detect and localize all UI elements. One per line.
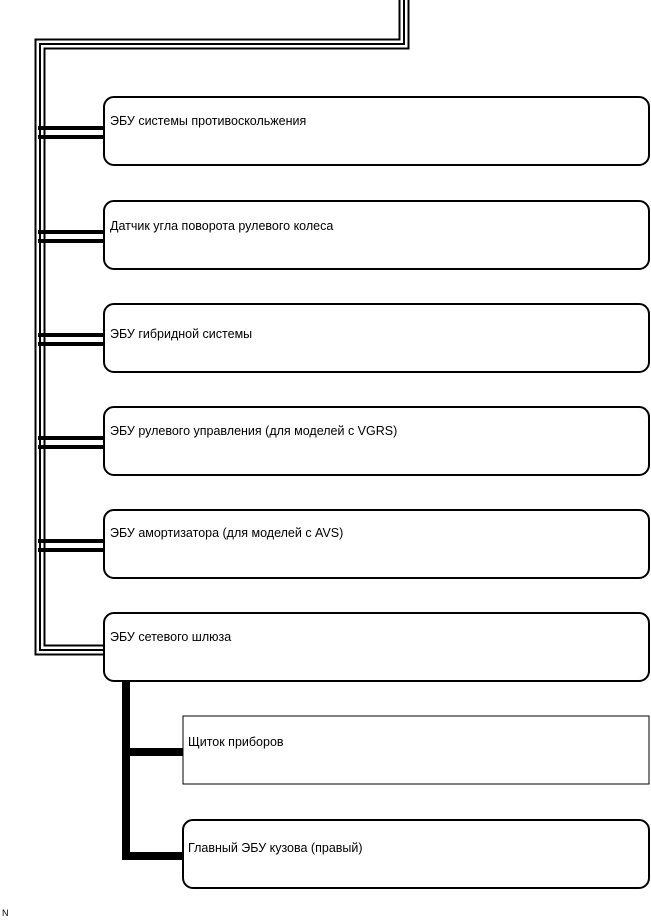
node-box-meter xyxy=(182,715,650,785)
can-bus-main xyxy=(34,0,410,656)
node-boxes xyxy=(103,96,650,889)
gateway-subbus xyxy=(122,682,183,860)
node-label-gateway: ЭБУ сетевого шлюза xyxy=(110,630,232,644)
node-box-abs xyxy=(103,96,650,166)
node-label-meter: Щиток приборов xyxy=(188,735,284,749)
node-box-avs xyxy=(103,509,650,579)
node-label-body: Главный ЭБУ кузова (правый) xyxy=(188,841,363,855)
node-box-body xyxy=(182,819,650,889)
corner-mark: N xyxy=(2,908,9,918)
node-label-abs: ЭБУ системы противоскольжения xyxy=(110,114,307,128)
node-box-steer-sensor xyxy=(103,200,650,270)
node-label-avs: ЭБУ амортизатора (для моделей с AVS) xyxy=(110,526,344,540)
node-box-vgrs xyxy=(103,406,650,476)
node-label-hybrid: ЭБУ гибридной системы xyxy=(110,327,253,341)
node-label-steer-sensor: Датчик угла поворота рулевого колеса xyxy=(110,219,334,233)
node-box-hybrid xyxy=(103,303,650,373)
node-label-vgrs: ЭБУ рулевого управления (для моделей с V… xyxy=(110,424,398,438)
node-box-gateway xyxy=(103,612,650,682)
